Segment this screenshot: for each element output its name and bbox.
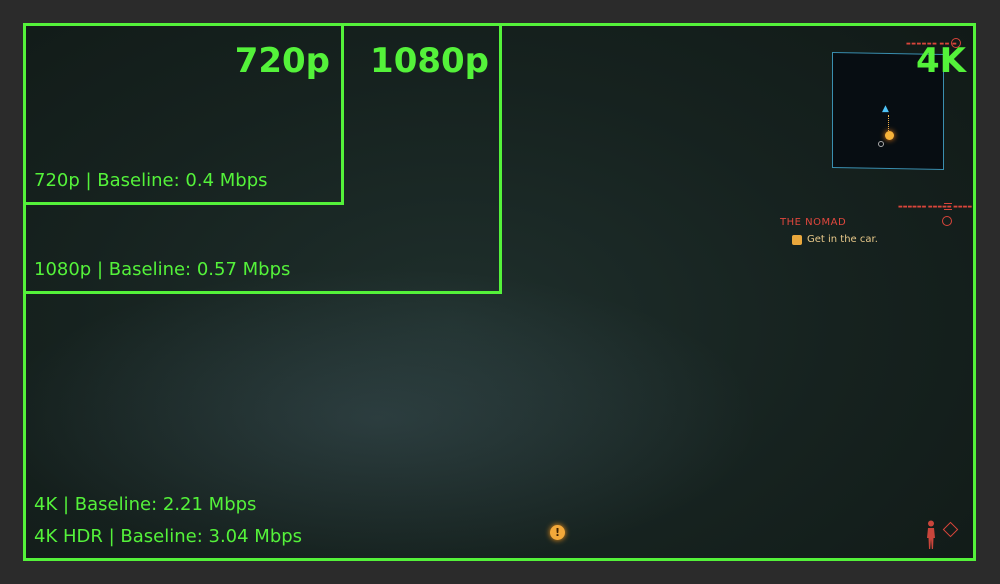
resolution-label-4k: 4K	[915, 41, 966, 81]
tracker-menu-icon	[944, 203, 952, 210]
map-marker-icon	[878, 141, 884, 147]
bitrate-4k: 4K | Baseline: 2.21 Mbps	[34, 494, 257, 515]
quest-objective: Get in the car.	[807, 234, 878, 245]
player-arrow-icon: ▲	[882, 104, 889, 114]
tracker-header: ▬▬▬▬▬▬ ▬▬▬▬▬ ▬▬▬▬	[898, 204, 973, 210]
body-status-icon	[927, 520, 935, 549]
route-line	[888, 115, 889, 131]
resolution-label-1080p: 1080p	[370, 41, 489, 81]
quest-marker-icon	[885, 131, 894, 140]
alert-icon: !	[550, 525, 565, 540]
bitrate-4k-hdr: 4K HDR | Baseline: 3.04 Mbps	[34, 526, 303, 547]
quest-title: THE NOMAD	[780, 217, 847, 228]
resolution-box-720p	[23, 23, 344, 205]
objective-icon	[792, 235, 802, 245]
tracker-circle-icon	[942, 216, 952, 226]
minimap-compass-icon	[951, 38, 961, 48]
bitrate-720p: 720p | Baseline: 0.4 Mbps	[34, 170, 268, 191]
bitrate-1080p: 1080p | Baseline: 0.57 Mbps	[34, 259, 291, 280]
minimap-header: ▬▬▬▬▬▬ ▬▬ ▬	[906, 41, 958, 47]
resolution-label-720p: 720p	[234, 41, 330, 81]
